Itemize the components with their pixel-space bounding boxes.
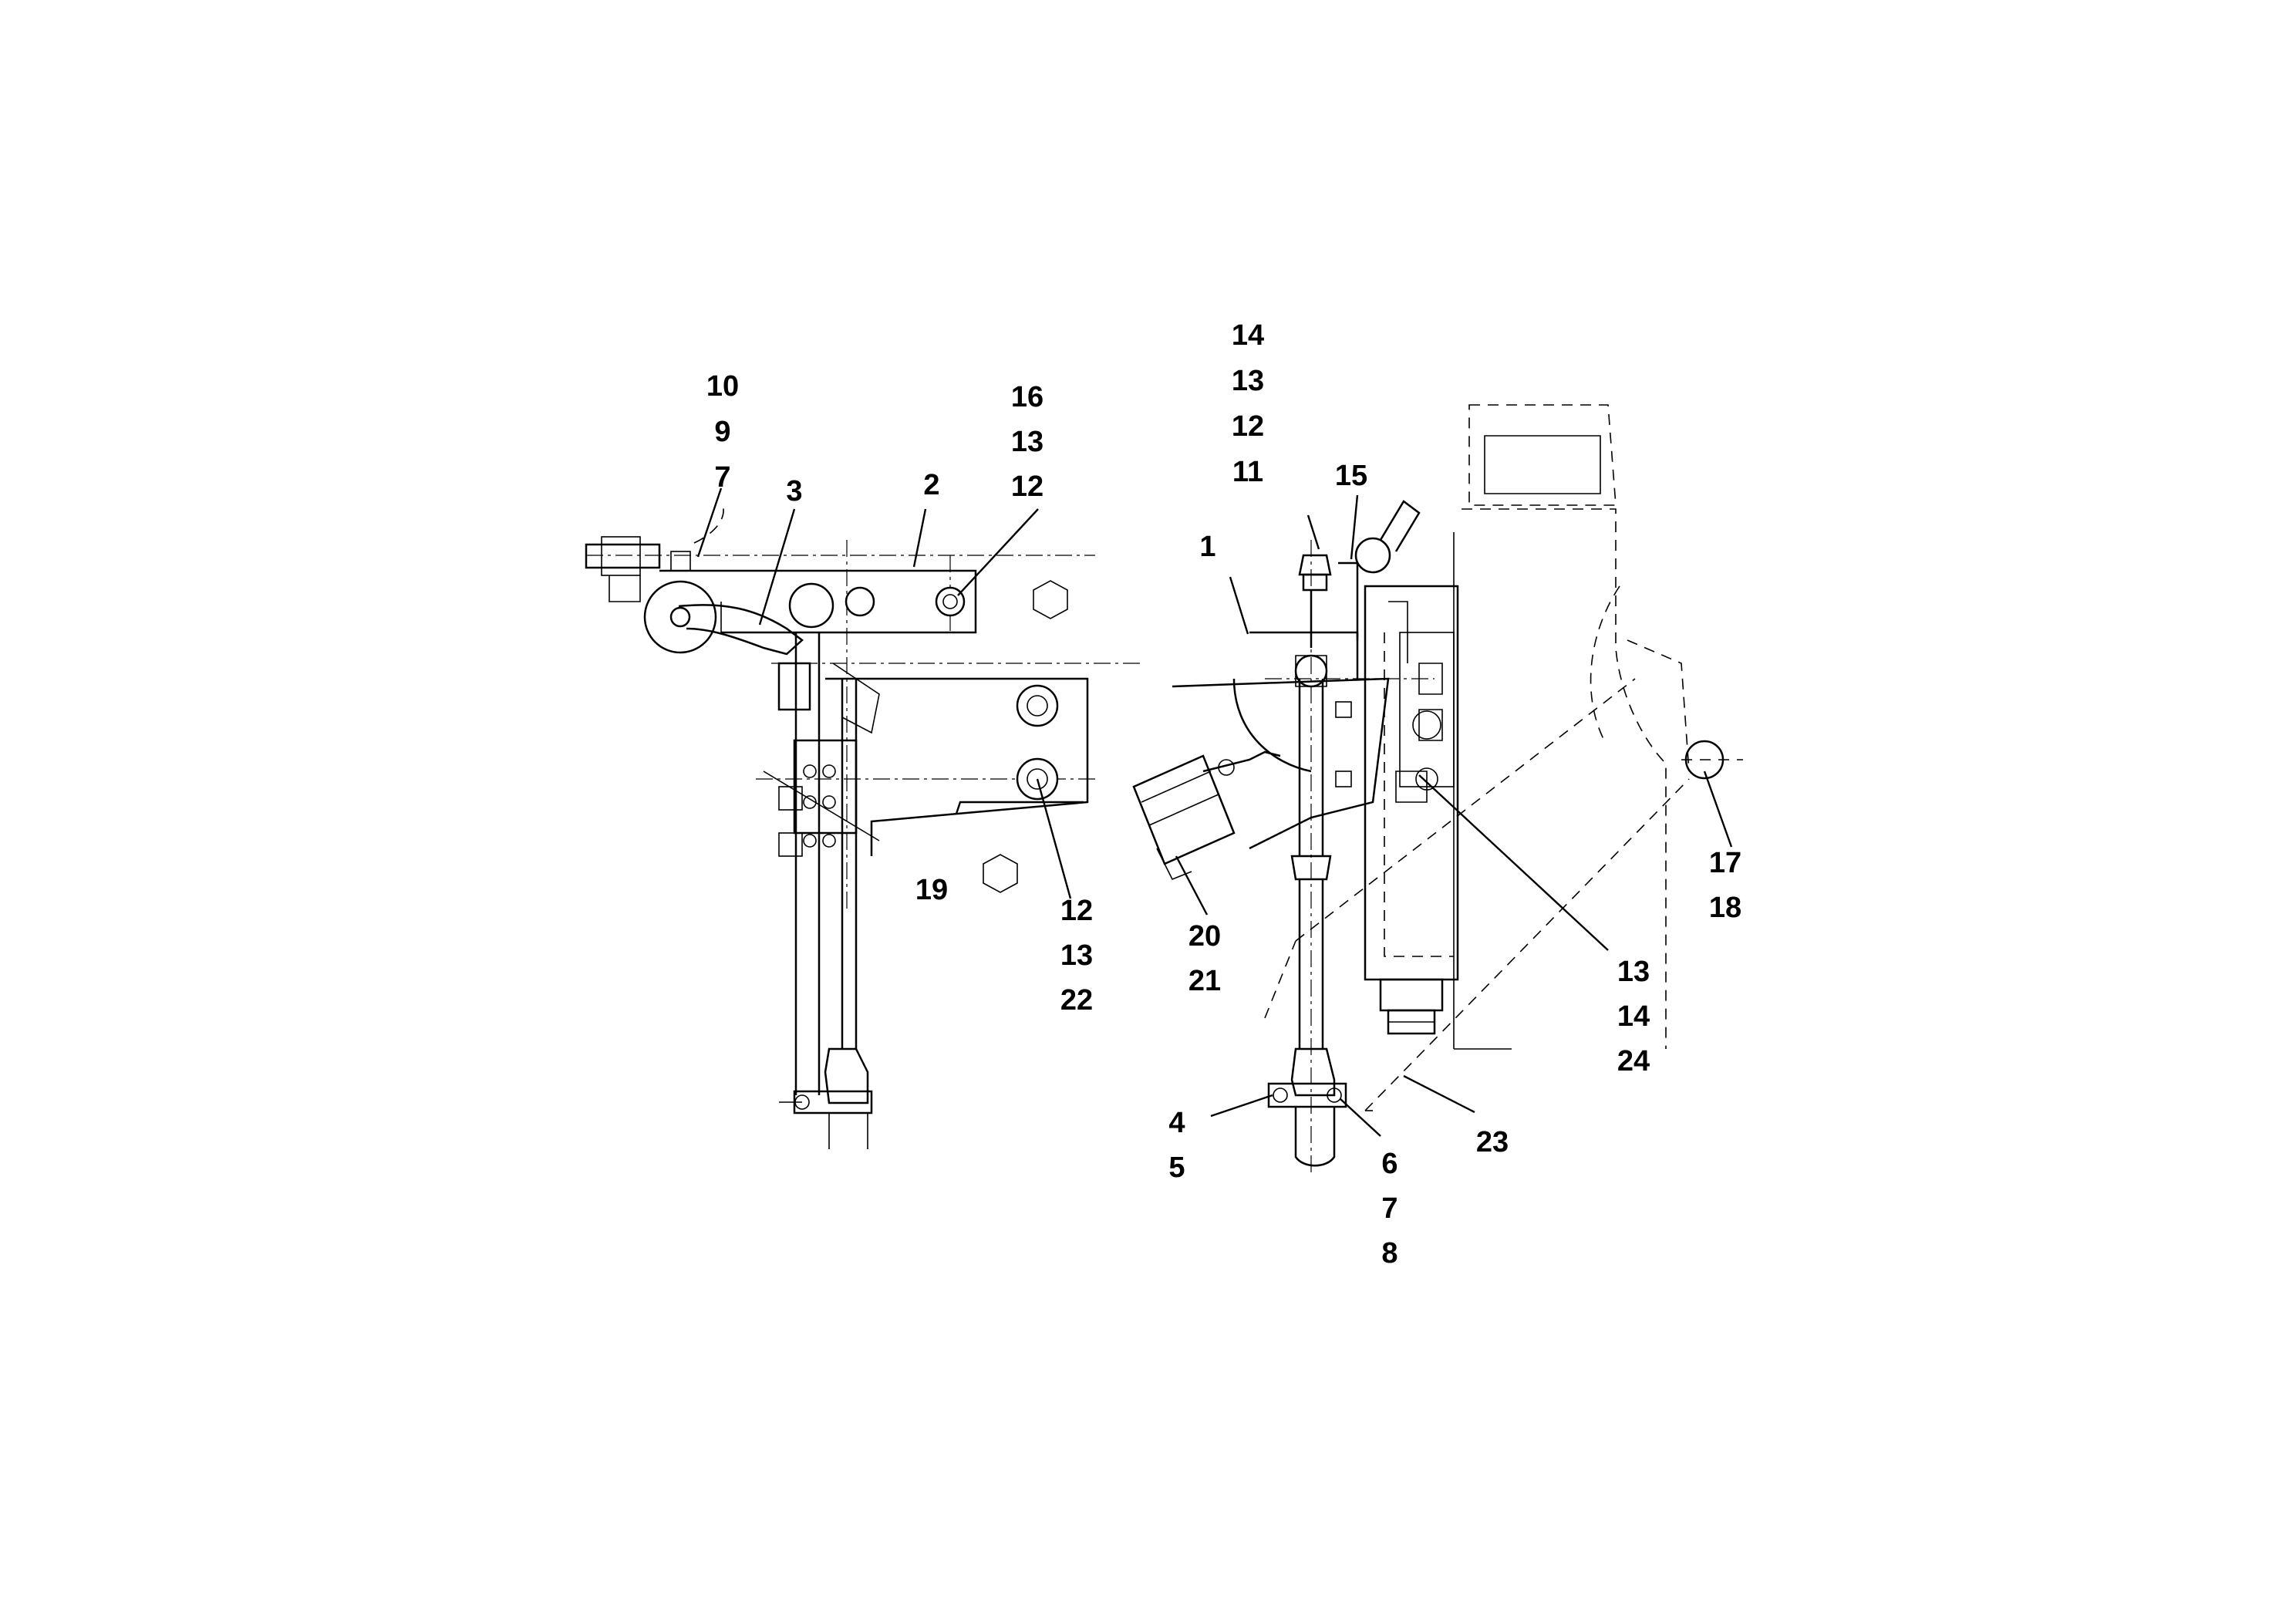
callout-2: 2 (923, 470, 939, 500)
callout-1: 1 (1199, 532, 1215, 561)
lever-arm (643, 580, 834, 656)
callout-23: 23 (1476, 1128, 1509, 1157)
callout-line: 12 (1060, 895, 1094, 927)
callout-line: 16 (1010, 381, 1044, 413)
callout-line: 21 (1188, 965, 1222, 997)
callout-line: 12 (1231, 410, 1265, 443)
callout-3: 3 (786, 477, 802, 506)
callout-line: 17 (1708, 847, 1742, 879)
callout-13-14-24: 13 14 24 (1617, 957, 1650, 1076)
callout-line: 18 (1708, 892, 1742, 924)
callout-line: 9 (714, 416, 731, 448)
callout-14-13-12-11: 14 13 12 11 (1232, 321, 1264, 487)
callout-16-13-12: 16 13 12 (1011, 383, 1043, 501)
callout-12-13-22: 12 13 22 (1060, 896, 1093, 1015)
callout-line: 2 (923, 469, 940, 501)
callout-line: 12 (1010, 470, 1044, 503)
callout-line: 3 (786, 475, 803, 508)
callout-line: 1 (1199, 531, 1216, 563)
callout-line: 14 (1617, 1000, 1650, 1033)
vertical-rod-assembly (763, 632, 880, 1149)
left-view-assembly (585, 501, 1141, 1149)
callout-10-9-7: 10 9 7 (706, 372, 739, 492)
right-view-assembly (1132, 404, 1743, 1172)
leader-lines (696, 487, 1733, 1137)
callout-line: 5 (1168, 1152, 1185, 1184)
top-link-fastener-stack (585, 501, 724, 602)
limit-switch (1132, 750, 1281, 881)
callout-line: 13 (1617, 956, 1650, 988)
callout-line: 13 (1060, 939, 1094, 972)
callout-4-5: 4 5 (1168, 1108, 1185, 1182)
callout-line: 20 (1188, 920, 1222, 953)
callout-line: 11 (1232, 456, 1264, 488)
callout-line: 15 (1334, 460, 1368, 492)
callout-19: 19 (915, 875, 948, 905)
callout-line: 4 (1168, 1107, 1185, 1139)
callout-line: 22 (1060, 984, 1094, 1017)
vertical-shaft (1267, 679, 1347, 1167)
callout-line: 6 (1381, 1148, 1398, 1180)
callout-line: 13 (1010, 426, 1044, 458)
top-fastener-stack (1298, 500, 1421, 663)
side-bolts (1265, 540, 1443, 1172)
diagonal-arm (1264, 639, 1743, 1111)
callout-line: 13 (1231, 365, 1265, 397)
upper-mounting-plate (659, 569, 1068, 634)
callout-6-7-8: 6 7 8 (1381, 1149, 1397, 1268)
callout-line: 7 (1381, 1192, 1398, 1225)
callout-20-21: 20 21 (1188, 922, 1221, 996)
cylinder-body (1364, 585, 1459, 1035)
housing-outline (1384, 404, 1667, 1050)
pivot-bracket (1172, 631, 1390, 850)
callout-line: 24 (1617, 1045, 1650, 1077)
lower-bracket (825, 677, 1089, 893)
callout-line: 19 (915, 874, 949, 906)
callout-line: 14 (1231, 319, 1265, 352)
callout-line: 10 (706, 370, 740, 403)
callout-15: 15 (1335, 461, 1367, 491)
callout-line: 23 (1475, 1126, 1509, 1158)
callout-line: 7 (714, 461, 731, 494)
callout-line: 8 (1381, 1237, 1398, 1270)
callout-17-18: 17 18 (1709, 848, 1741, 922)
